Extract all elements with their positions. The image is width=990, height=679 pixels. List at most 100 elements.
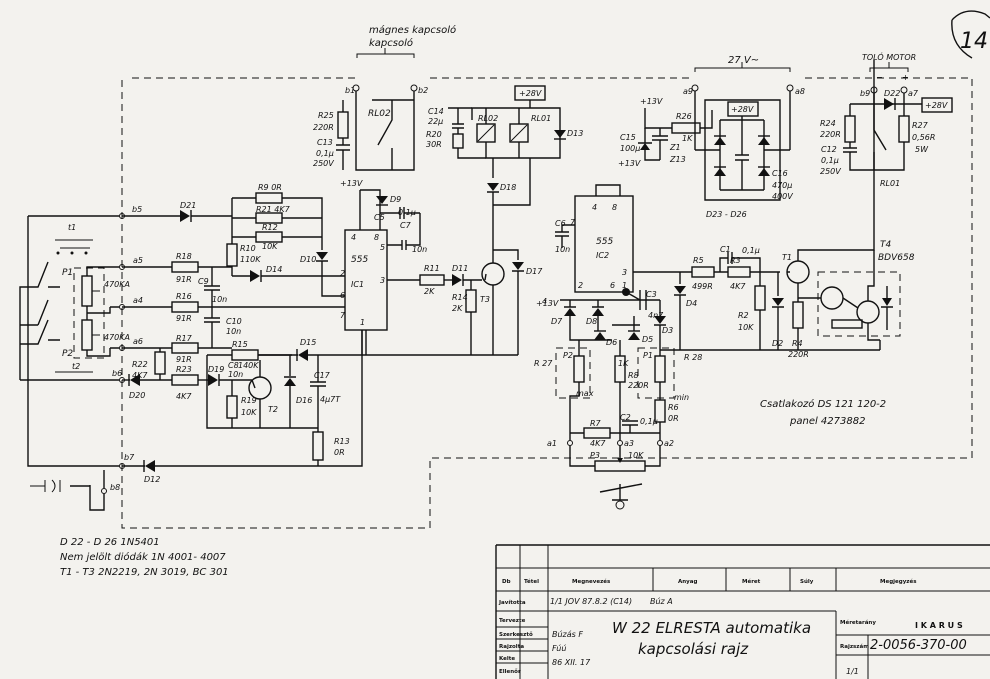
- svg-text:R10: R10: [240, 244, 256, 253]
- svg-text:0R: 0R: [668, 414, 679, 423]
- svg-text:D2: D2: [772, 339, 783, 348]
- svg-text:D22: D22: [884, 89, 900, 98]
- svg-text:IC2: IC2: [596, 251, 609, 260]
- svg-text:4K7: 4K7: [590, 439, 606, 448]
- svg-text:t1: t1: [68, 223, 76, 232]
- svg-text:1: 1: [360, 318, 365, 327]
- svg-text:C7: C7: [400, 221, 412, 230]
- svg-text:470KA: 470KA: [104, 333, 130, 342]
- svg-text:R26: R26: [676, 112, 692, 121]
- svg-text:RL02: RL02: [368, 109, 391, 119]
- svg-text:10K: 10K: [241, 408, 257, 417]
- svg-text:Kelte: Kelte: [499, 656, 515, 662]
- svg-text:R2: R2: [738, 311, 749, 320]
- svg-text:T2: T2: [268, 405, 278, 414]
- svg-text:P3: P3: [590, 451, 600, 460]
- svg-text:b5: b5: [132, 205, 142, 214]
- svg-text:8: 8: [374, 233, 379, 242]
- svg-text:10K: 10K: [628, 451, 644, 460]
- svg-text:Méretarány: Méretarány: [840, 619, 876, 626]
- svg-text:D19: D19: [208, 365, 224, 374]
- svg-text:Rajzolta: Rajzolta: [499, 644, 524, 650]
- svg-text:C2: C2: [620, 413, 631, 422]
- svg-text:D9: D9: [390, 195, 401, 204]
- svg-text:C5: C5: [374, 213, 385, 222]
- svg-text:D11: D11: [452, 264, 468, 273]
- svg-text:a1: a1: [547, 439, 557, 448]
- svg-text:91R: 91R: [176, 355, 192, 364]
- svg-text:D18: D18: [500, 183, 516, 192]
- svg-text:140K: 140K: [238, 361, 259, 370]
- svg-text:1: 1: [622, 281, 627, 290]
- svg-text:1/1: 1/1: [846, 667, 859, 676]
- svg-text:2: 2: [340, 269, 345, 278]
- left-timer-network: D21 R9 0R R21 4K7 R12 10K R10 110K D14 D…: [122, 183, 363, 484]
- svg-text:C3: C3: [646, 290, 657, 299]
- svg-text:R14: R14: [452, 293, 468, 302]
- svg-text:a9: a9: [683, 87, 693, 96]
- svg-text:D8: D8: [586, 317, 597, 326]
- svg-text:R15: R15: [232, 340, 248, 349]
- svg-text:b1: b1: [345, 86, 355, 95]
- svg-text:T1: T1: [782, 253, 792, 262]
- svg-text:R23: R23: [176, 365, 192, 374]
- svg-text:400V: 400V: [772, 192, 793, 201]
- svg-text:4K7: 4K7: [176, 392, 192, 401]
- svg-text:10n: 10n: [555, 245, 570, 254]
- svg-text:Db: Db: [502, 579, 511, 585]
- svg-text:0,1μ: 0,1μ: [316, 149, 334, 158]
- svg-text:10K: 10K: [262, 242, 278, 251]
- corner-mark: 14: [951, 10, 990, 59]
- svg-text:max: max: [576, 389, 594, 398]
- svg-text:3: 3: [622, 268, 627, 277]
- svg-text:b9: b9: [860, 89, 870, 98]
- svg-text:t2: t2: [72, 362, 80, 371]
- svg-text:Nem jelölt diódák 1N 4001- 4: Nem jelölt diódák 1N 4001- 4007: [60, 551, 226, 563]
- svg-text:14: 14: [960, 29, 988, 54]
- svg-text:4: 4: [351, 233, 356, 242]
- svg-text:R24: R24: [820, 119, 836, 128]
- svg-text:C8: C8: [228, 361, 239, 370]
- svg-text:b8: b8: [110, 483, 120, 492]
- svg-text:I K A R U S: I K A R U S: [915, 621, 963, 630]
- svg-text:30R: 30R: [426, 140, 442, 149]
- svg-text:+28V: +28V: [925, 101, 948, 110]
- svg-text:a8: a8: [795, 87, 805, 96]
- svg-text:100μ: 100μ: [620, 144, 640, 153]
- svg-text:27 V~: 27 V~: [728, 55, 759, 66]
- svg-text:0,1μ: 0,1μ: [742, 246, 760, 255]
- board-outline: [121, 77, 973, 529]
- svg-text:2: 2: [578, 281, 583, 290]
- svg-text:BDV658: BDV658: [878, 253, 915, 263]
- svg-text:7: 7: [570, 218, 576, 227]
- svg-text:4K7: 4K7: [132, 371, 148, 380]
- svg-text:RL01: RL01: [880, 179, 900, 188]
- svg-text:R21 4K7: R21 4K7: [256, 205, 291, 214]
- svg-text:1K: 1K: [618, 359, 629, 368]
- svg-text:R3: R3: [730, 256, 741, 265]
- svg-text:R8: R8: [628, 371, 639, 380]
- svg-text:D5: D5: [642, 335, 653, 344]
- svg-text:0,1μ: 0,1μ: [398, 208, 416, 217]
- svg-text:2K: 2K: [424, 287, 435, 296]
- svg-text:mágnes kapcsoló: mágnes kapcsoló: [369, 24, 456, 36]
- svg-text:R17: R17: [176, 334, 193, 343]
- terminal-b8: b8: [101, 483, 120, 494]
- svg-text:C14: C14: [428, 107, 444, 116]
- ic2-555: 555 IC2 4 8 7 3 2 6 1 C6 10n C3 4n7: [555, 184, 692, 320]
- svg-text:R 28: R 28: [684, 353, 702, 362]
- svg-text:4K7: 4K7: [730, 282, 746, 291]
- svg-text:T3: T3: [480, 295, 490, 304]
- svg-text:P1: P1: [62, 268, 73, 278]
- svg-text:2-0056-370-00: 2-0056-370-00: [870, 638, 967, 653]
- svg-text:a2: a2: [664, 439, 674, 448]
- svg-text:1K: 1K: [682, 134, 693, 143]
- svg-text:0R: 0R: [334, 448, 345, 457]
- svg-text:R 27: R 27: [534, 359, 553, 368]
- motor-block: TOLÓ MOTOR −+ b9 a7 D22 +28V R27 0,56R 5…: [820, 51, 953, 188]
- svg-text:4n7: 4n7: [648, 311, 664, 320]
- svg-text:110K: 110K: [240, 255, 261, 264]
- svg-text:+: +: [902, 73, 909, 82]
- magnetic-switch-block: mágnes kapcsoló kapcsoló b1 b2 RL02 R25 …: [313, 24, 456, 171]
- svg-text:2K: 2K: [452, 304, 463, 313]
